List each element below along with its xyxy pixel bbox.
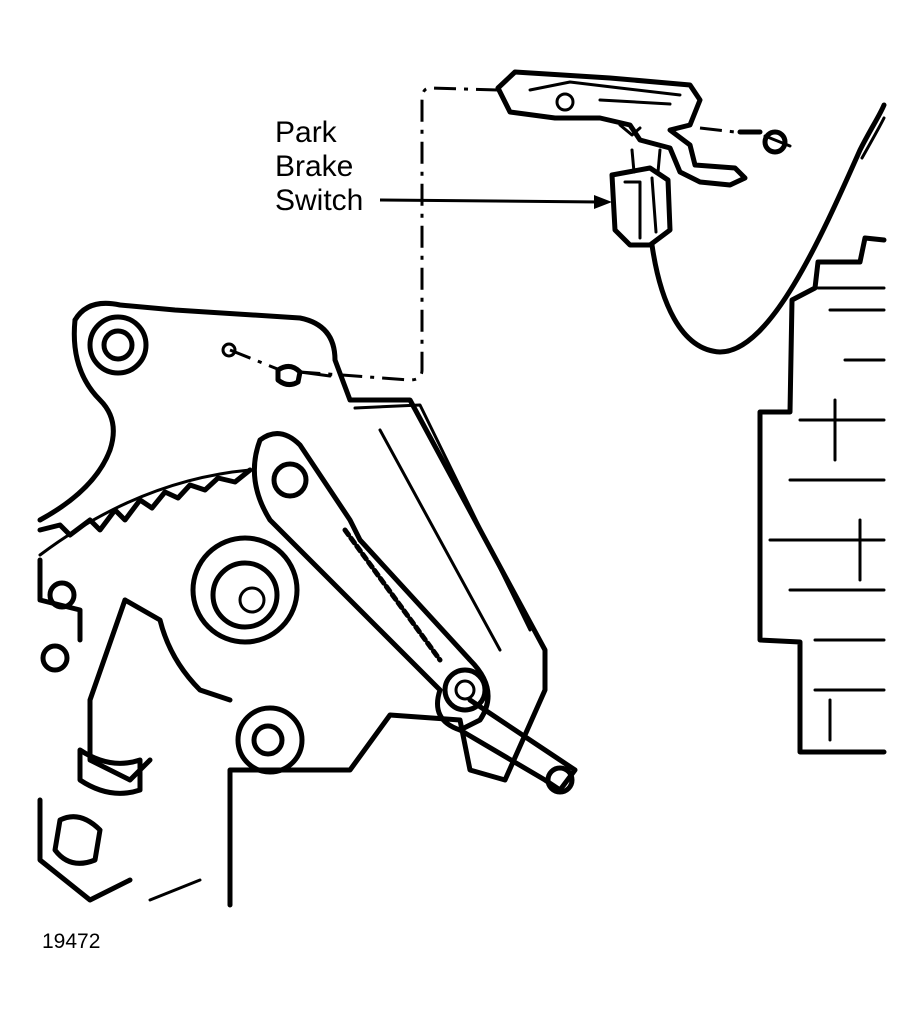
park-brake-switch	[495, 69, 792, 248]
callout-arrow	[379, 195, 612, 209]
ratchet-arm	[251, 431, 491, 733]
label-line-3: Switch	[275, 184, 364, 217]
pivot-hub	[190, 535, 300, 645]
push-rod	[457, 697, 578, 795]
body-panel	[757, 235, 887, 755]
switch-wire	[649, 102, 887, 355]
label-line-1: Park	[275, 116, 337, 149]
figure-number: 19472	[42, 930, 101, 953]
alignment-line	[299, 86, 499, 382]
sector-gear	[37, 467, 253, 673]
park-brake-switch-label: Park Brake Switch	[275, 116, 363, 218]
lower-linkage	[37, 597, 305, 903]
label-line-2: Brake	[275, 150, 354, 183]
pedal-bracket	[37, 300, 548, 908]
